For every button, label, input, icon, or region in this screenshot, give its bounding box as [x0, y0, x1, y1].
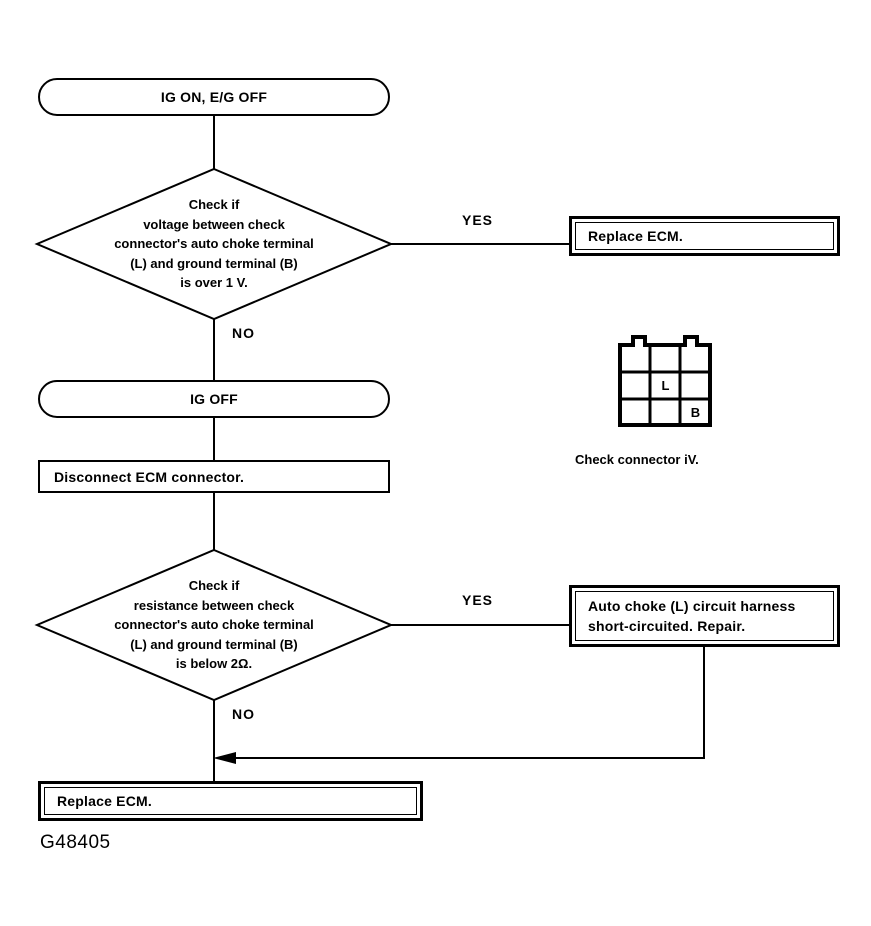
connector-disconnect-to-decision-resistance	[213, 493, 215, 550]
result-replace-ecm-bottom: Replace ECM.	[38, 781, 423, 821]
result-replace-ecm-bottom-label: Replace ECM.	[57, 792, 152, 809]
branch-label-voltage-yes: YES	[462, 212, 494, 228]
connector-start-to-decision-voltage	[213, 116, 215, 169]
start-terminator-ig-on: IG ON, E/G OFF	[38, 78, 390, 116]
feedback-arrowhead-icon	[213, 752, 236, 764]
connector-terminal-L: L	[661, 378, 670, 393]
ig-off-terminator: IG OFF	[38, 380, 390, 418]
branch-label-resistance-yes: YES	[462, 592, 494, 608]
connector-resistance-yes	[391, 624, 571, 626]
connector-pinout-icon	[618, 335, 712, 427]
result-short-circuit-repair: Auto choke (L) circuit harness short-cir…	[569, 585, 840, 647]
check-connector-pinout-diagram: L B	[617, 332, 713, 428]
start-terminator-label: IG ON, E/G OFF	[160, 89, 268, 105]
result-replace-ecm-top: Replace ECM.	[569, 216, 840, 256]
result-short-circuit-line-1: Auto choke (L) circuit harness	[588, 597, 796, 614]
decision-voltage-shape	[34, 167, 394, 321]
result-replace-ecm-top-label: Replace ECM.	[588, 227, 683, 244]
process-disconnect-ecm-connector: Disconnect ECM connector.	[38, 460, 390, 493]
figure-code: G48405	[40, 832, 111, 853]
feedback-line-horizontal	[224, 757, 705, 759]
decision-resistance-check: Check if resistance between check connec…	[34, 548, 394, 702]
decision-resistance-shape	[34, 548, 394, 702]
result-replace-ecm-top-inner: Replace ECM.	[575, 222, 834, 250]
connector-resistance-no	[213, 699, 215, 783]
connector-figure-caption: Check connector iV.	[575, 452, 699, 467]
ig-off-terminator-label: IG OFF	[190, 391, 238, 407]
connector-igoff-to-disconnect	[213, 418, 215, 462]
process-disconnect-label: Disconnect ECM connector.	[54, 468, 245, 485]
result-short-circuit-inner: Auto choke (L) circuit harness short-cir…	[575, 591, 834, 641]
branch-label-resistance-no: NO	[232, 706, 255, 722]
feedback-line-vertical	[703, 647, 705, 758]
result-short-circuit-line-2: short-circuited. Repair.	[588, 618, 746, 634]
connector-terminal-B: B	[690, 405, 701, 420]
decision-voltage-check: Check if voltage between check connector…	[34, 167, 394, 321]
connector-voltage-yes	[391, 243, 571, 245]
connector-voltage-no	[213, 318, 215, 381]
branch-label-voltage-no: NO	[232, 325, 255, 341]
result-replace-ecm-bottom-inner: Replace ECM.	[44, 787, 417, 815]
